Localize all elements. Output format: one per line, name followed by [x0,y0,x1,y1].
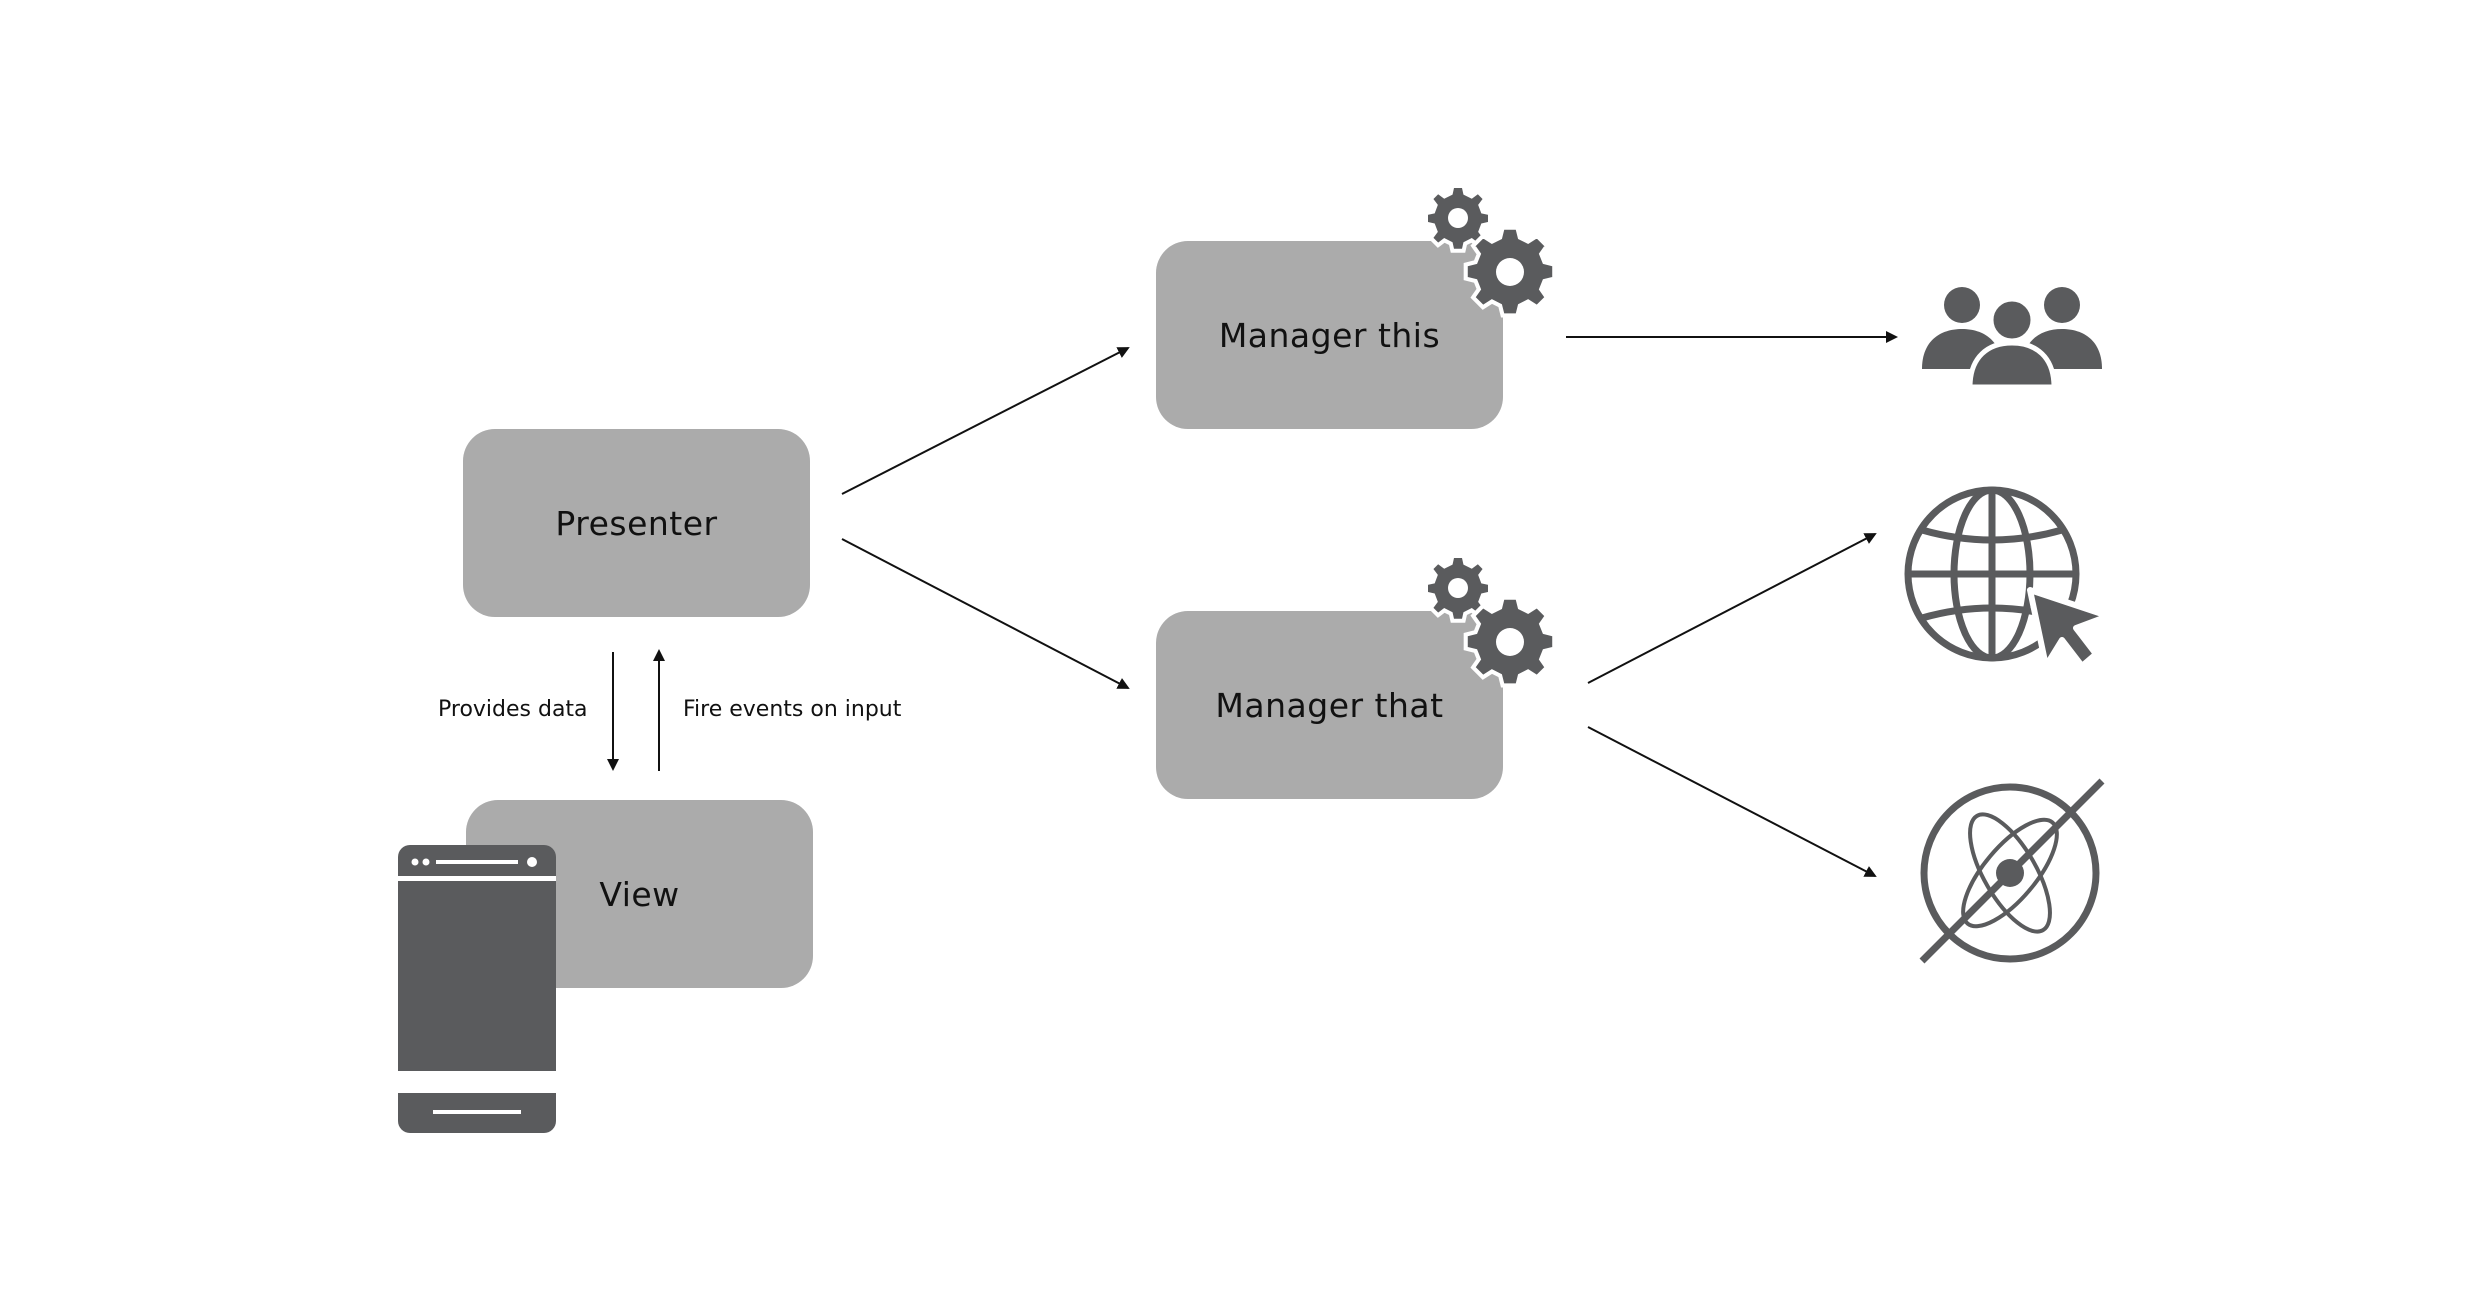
arrow-manager-that-to-globe [1587,533,1877,684]
atom-no-signal-icon [1919,778,2105,964]
manager-this-box: Manager this [1156,241,1503,429]
manager-this-label: Manager this [1218,315,1441,355]
gears-icon [1423,553,1557,688]
gears-icon [1423,183,1557,318]
provides-data-label: Provides data [438,697,588,722]
arrow-presenter-to-manager-that [841,538,1130,689]
presenter-box: Presenter [463,429,810,617]
manager-that-label: Manager that [1215,685,1444,725]
fire-events-label: Fire events on input [683,697,902,722]
users-group-icon [1922,287,2102,390]
presenter-label: Presenter [555,503,718,543]
manager-that-box: Manager that [1156,611,1503,799]
view-label: View [599,874,680,914]
globe-cursor-icon [1904,486,2110,669]
arrow-presenter-to-manager-this [841,347,1130,495]
arrow-manager-that-to-atom [1587,726,1877,877]
mobile-phone-icon [398,845,556,1133]
